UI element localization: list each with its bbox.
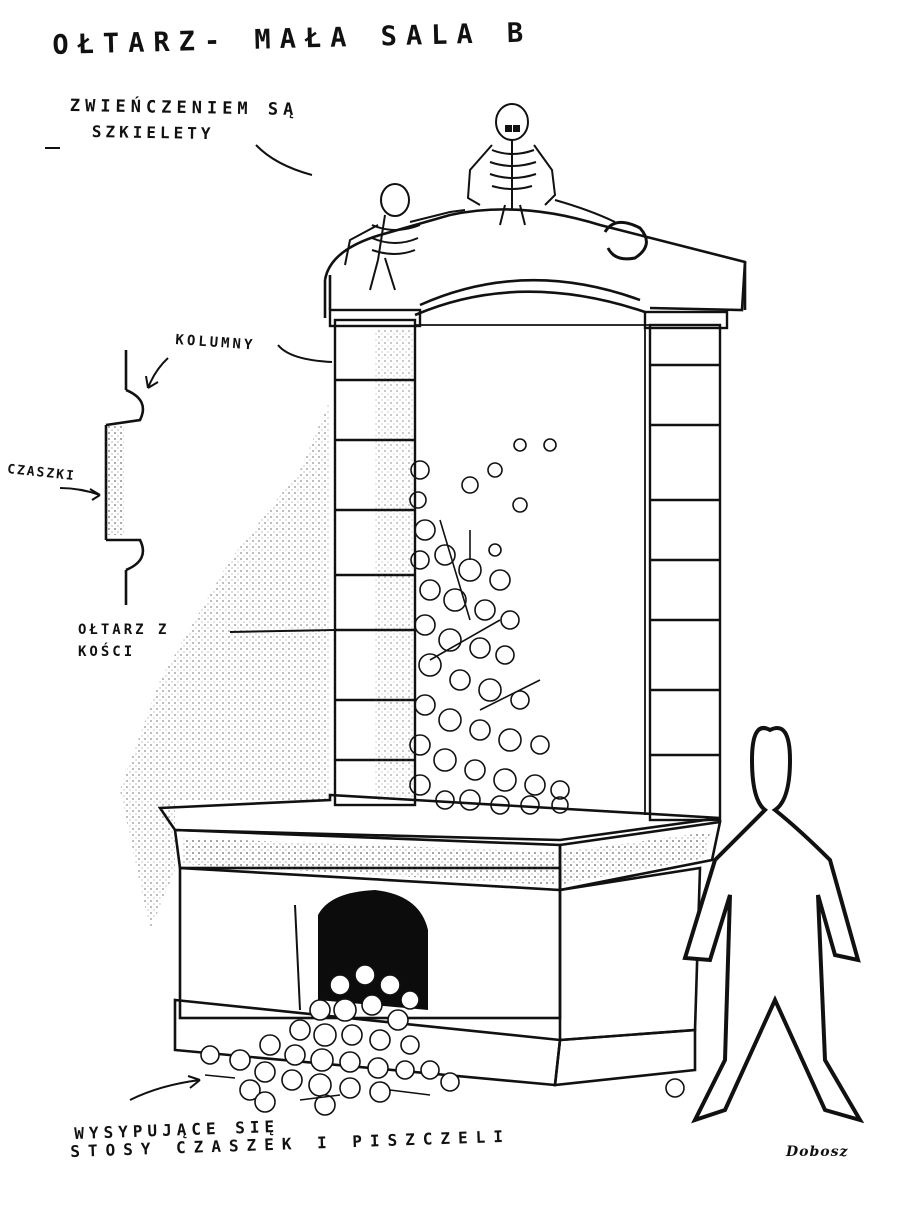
altar-table: [157, 793, 722, 1087]
note-altar-line1: OŁTARZ Z: [78, 622, 170, 638]
note-crown-line2: SZKIELETY: [91, 122, 215, 144]
arch-crown: [323, 208, 747, 318]
note-altar-line2: KOŚCI: [78, 644, 136, 660]
back-panel: [414, 324, 650, 815]
note-crown-line1: ZWIEŃCZENIEM SĄ: [69, 96, 299, 120]
altar-frieze: [182, 832, 710, 885]
human-figure-icon: [682, 726, 865, 1124]
skeleton-right-icon: [466, 103, 616, 226]
artist-signature: Dobosz: [786, 1144, 849, 1160]
spilling-skulls: [200, 964, 685, 1116]
left-column-shading: [375, 330, 415, 800]
shadow-stipple: [120, 400, 330, 930]
annotation-arrows: [45, 144, 336, 1101]
bone-pile: [409, 438, 570, 815]
skeleton-left-icon: [344, 183, 466, 291]
profile-skull-band: [106, 425, 124, 535]
right-column: [643, 310, 729, 822]
